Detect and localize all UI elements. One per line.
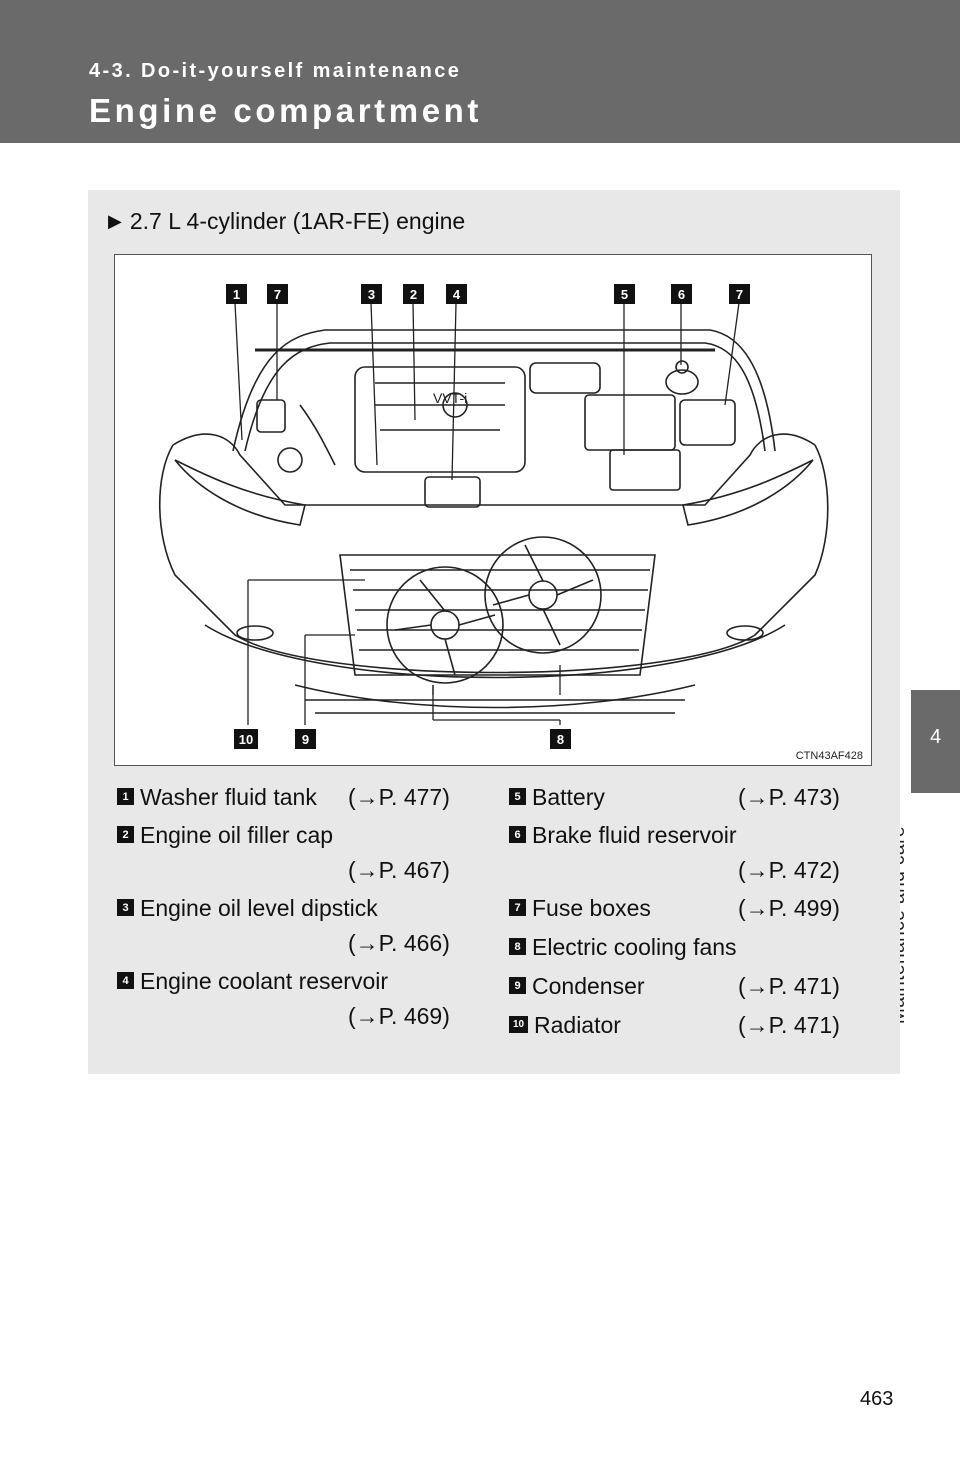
- svg-text:VVT-i: VVT-i: [433, 390, 467, 406]
- callout-7: 7: [267, 284, 288, 304]
- engine-illustration: VVT-i: [114, 254, 872, 766]
- callout-10: 10: [234, 729, 258, 749]
- callout-9: 9: [295, 729, 316, 749]
- callout-4: 4: [446, 284, 467, 304]
- page-number: 463: [860, 1388, 894, 1410]
- section-label: 4-3. Do-it-yourself maintenance: [89, 60, 462, 82]
- callout-6: 6: [671, 284, 692, 304]
- callout-7b: 7: [729, 284, 750, 304]
- chapter-number: 4: [929, 726, 942, 748]
- figure-code: CTN43AF428: [795, 750, 863, 762]
- content-panel: ▶ 2.7 L 4-cylinder (1AR-FE) engine VVT-i: [88, 190, 900, 1074]
- chapter-tab: 4: [911, 690, 960, 793]
- callout-1: 1: [226, 284, 247, 304]
- engine-subheading: ▶ 2.7 L 4-cylinder (1AR-FE) engine: [108, 208, 465, 235]
- subheading-text: 2.7 L 4-cylinder (1AR-FE) engine: [129, 208, 466, 234]
- engine-drawing: VVT-i: [158, 302, 829, 725]
- page-header: 4-3. Do-it-yourself maintenance Engine c…: [0, 0, 960, 143]
- callout-8: 8: [550, 729, 571, 749]
- callout-2: 2: [403, 284, 424, 304]
- callout-3: 3: [361, 284, 382, 304]
- callout-5: 5: [614, 284, 635, 304]
- page-title: Engine compartment: [89, 92, 483, 129]
- triangle-arrow-icon: ▶: [108, 211, 122, 231]
